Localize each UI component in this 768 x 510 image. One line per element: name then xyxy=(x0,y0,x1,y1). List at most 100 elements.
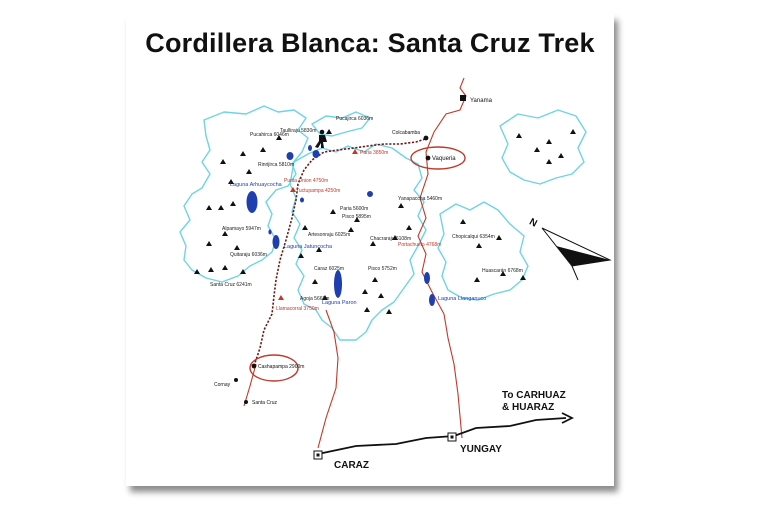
peak-icon xyxy=(276,135,282,140)
road-cashapampa xyxy=(243,363,257,407)
highway-arrow xyxy=(561,412,575,424)
lake-north-1 xyxy=(286,152,294,160)
peak-label: Huascarán 6768m xyxy=(482,268,523,274)
peak-icon xyxy=(500,271,506,276)
peak-icon xyxy=(398,203,404,208)
peak-icon xyxy=(378,293,384,298)
peak-icon xyxy=(312,279,318,284)
peak-icon xyxy=(364,307,370,312)
highlight-cashapampa xyxy=(249,354,299,382)
map-canvas: N Pucajirca 6036m Taulliraju 5830m Pucah… xyxy=(179,77,612,471)
peak-icon xyxy=(230,201,236,206)
peak-label: Alpamayo 5947m xyxy=(222,226,261,232)
town-label-yanama: Yanama xyxy=(470,98,493,104)
peak-markers xyxy=(194,129,576,314)
direction-label-line1: To CARHUAZ xyxy=(502,390,566,401)
lake-central-1 xyxy=(367,191,373,197)
highlight-vaqueria xyxy=(410,146,466,170)
peak-icon xyxy=(362,289,368,294)
map-title: Cordillera Blanca: Santa Cruz Trek xyxy=(145,28,595,58)
peak-icon xyxy=(220,159,226,164)
peak-icon xyxy=(570,129,576,134)
lake-central-3 xyxy=(268,229,272,235)
highway xyxy=(317,417,567,455)
pass-label: Punta Union 4750m xyxy=(284,178,328,184)
town-label-colcabamba: Colcabamba xyxy=(392,130,420,136)
town-marker-colcabamba xyxy=(423,135,429,141)
town-marker-yanama xyxy=(460,95,466,101)
peak-icon xyxy=(194,269,200,274)
road-caraz xyxy=(317,309,339,449)
lake-arhuaycocha xyxy=(246,191,258,213)
peak-icon xyxy=(386,309,392,314)
peak-icon xyxy=(348,227,354,232)
town-label-vaqueria: Vaqueria xyxy=(432,156,456,162)
peak-icon xyxy=(246,169,252,174)
peak-label: Taulliraju 5830m xyxy=(280,128,316,134)
peak-icon xyxy=(326,129,332,134)
peak-icon xyxy=(370,241,376,246)
peak-icon xyxy=(392,235,398,240)
map-card: Cordillera Blanca: Santa Cruz Trek xyxy=(126,14,614,486)
lake-central-2 xyxy=(300,197,304,203)
pass-label: Llamacorral 3750m xyxy=(276,306,319,312)
lake-label: Laguna Paron xyxy=(322,300,357,306)
glacier-outline-northeast xyxy=(499,109,587,185)
direction-label-line2: & HUARAZ xyxy=(502,402,554,413)
peak-label: Chopicalqui 6354m xyxy=(452,234,495,240)
lake-paron xyxy=(334,270,342,298)
peak-icon xyxy=(206,241,212,246)
peak-icon xyxy=(546,139,552,144)
peak-icon xyxy=(516,133,522,138)
peak-icon xyxy=(218,205,224,210)
peak-icon xyxy=(298,253,304,258)
lake-jatuncocha xyxy=(272,235,280,249)
lake-label: Laguna Arhuaycocha xyxy=(230,182,283,188)
glacier-outline-east xyxy=(437,201,529,301)
peak-icon xyxy=(260,147,266,152)
peak-icon xyxy=(206,205,212,210)
peak-label: Artesonraju 6025m xyxy=(308,232,350,238)
north-label: N xyxy=(527,217,539,230)
camp-icon xyxy=(352,149,358,154)
town-marker-vaqueria xyxy=(425,155,431,161)
peak-icon xyxy=(474,277,480,282)
peak-icon xyxy=(322,295,328,300)
town-label-caraz: CARAZ xyxy=(334,460,369,471)
peak-label: Pisco 5895m xyxy=(342,214,371,220)
hiker-icon xyxy=(315,129,327,148)
lake-label: Laguna Llanganuco xyxy=(438,296,486,302)
trek-trail xyxy=(253,137,429,367)
peak-label: Yanapaccha 5460m xyxy=(398,196,442,202)
peak-icon xyxy=(208,267,214,272)
town-marker-cashapampa xyxy=(251,363,257,369)
town-label-santacruz: Santa Cruz xyxy=(252,400,278,406)
peak-icon xyxy=(476,243,482,248)
peak-icon xyxy=(534,147,540,152)
town-marker-santacruz xyxy=(244,400,248,404)
lake-llanganuco-1 xyxy=(424,272,430,284)
glacier-outline-west xyxy=(179,105,309,283)
peak-label: Paria 5600m xyxy=(340,206,368,212)
town-label-cornay: Cornay xyxy=(214,382,231,388)
peak-label: Pisco 5752m xyxy=(368,266,397,272)
camp-icon xyxy=(290,187,296,192)
peak-label: Pucahirca 6046m xyxy=(250,132,289,138)
lake-llanganuco-2 xyxy=(429,294,435,306)
peak-icon xyxy=(234,245,240,250)
peak-icon xyxy=(406,225,412,230)
peak-icon xyxy=(228,179,234,184)
peak-label: Caraz 6025m xyxy=(314,266,344,272)
town-label-yungay: YUNGAY xyxy=(460,444,502,455)
pass-label: Tuctupampa 4250m xyxy=(296,188,340,194)
peak-icon xyxy=(240,269,246,274)
lake-label: Laguna Jatuncocha xyxy=(284,244,333,250)
camp-icon xyxy=(278,295,284,300)
lake-north-3 xyxy=(308,145,312,151)
peak-icon xyxy=(354,217,360,222)
lake-north-2 xyxy=(312,150,320,158)
peak-icon xyxy=(496,235,502,240)
peak-icon xyxy=(222,265,228,270)
north-arrow-icon xyxy=(541,227,612,281)
pass-label: Paria 3850m xyxy=(360,150,388,156)
